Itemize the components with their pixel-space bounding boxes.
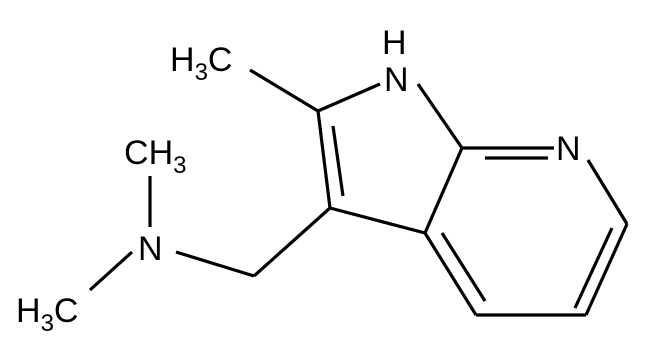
methyl-n-bottom-c: C xyxy=(54,292,79,330)
methyl-n-top-h: H xyxy=(149,134,174,172)
bond-layer xyxy=(88,68,629,317)
pyridine-n: N xyxy=(556,130,581,168)
methyl-top-count: 3 xyxy=(195,59,208,86)
pyridine-n-label: N xyxy=(556,130,581,168)
bond-c2-methyl xyxy=(249,68,319,113)
bond-n1-c7a xyxy=(416,83,464,149)
methyl-n-bottom-count: 3 xyxy=(41,310,54,337)
bond-n7-c6 xyxy=(586,159,629,225)
bond-c2-c3 xyxy=(316,110,332,209)
bond-c2-n1 xyxy=(317,82,381,113)
methyl-n-bottom-label: H3C xyxy=(16,292,78,337)
bond-c6-c5-double xyxy=(573,227,614,309)
amine-n-label: N xyxy=(138,230,163,268)
atom-label-layer: H N N N H3C CH3 H3C xyxy=(16,24,581,337)
methyl-n-top-c: C xyxy=(124,134,149,172)
bond-c3-ch2 xyxy=(252,206,332,278)
methyl-n-bottom-h: H xyxy=(16,292,41,330)
amine-n: N xyxy=(138,230,163,268)
methyl-top-c: C xyxy=(208,41,233,79)
bond-c4-c3a-double xyxy=(440,232,487,302)
bond-c3a-c7a xyxy=(423,147,464,234)
bond-c2-c3-double xyxy=(331,125,345,197)
nh-n-label: N xyxy=(384,61,409,99)
methyl-n-top-label: CH3 xyxy=(124,134,186,179)
nh-n: N xyxy=(384,61,409,99)
methyl-top-h: H xyxy=(170,41,195,79)
nh-label: H xyxy=(382,24,407,62)
methyl-top-label: H3C xyxy=(170,41,232,86)
methyl-n-top-count: 3 xyxy=(173,152,186,179)
nh-h: H xyxy=(382,24,407,62)
bond-c6-c5 xyxy=(584,223,629,316)
bond-c4-c3a xyxy=(423,232,478,316)
bond-ch2-n xyxy=(175,250,255,278)
bond-c3-c3a xyxy=(329,206,426,235)
bond-n-methyl-bottom xyxy=(88,250,134,292)
